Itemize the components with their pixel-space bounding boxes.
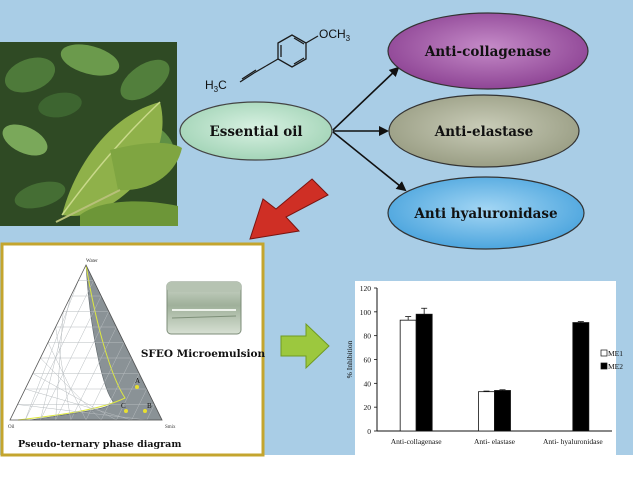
grid-line [85, 342, 125, 421]
green-arrow [280, 322, 330, 370]
grid-line [47, 342, 87, 421]
phase-diagram-panel: Pseudo-ternary phase diagram Water Oil S… [0, 242, 265, 457]
grid-line [32, 373, 117, 421]
left-vertex-label: Oil [8, 425, 15, 430]
y-tick-label: 120 [360, 284, 372, 293]
anethole-structure [239, 34, 319, 83]
leaf-photo [0, 42, 182, 226]
apex-label: Water [86, 259, 98, 264]
node-anti-collagenase: Anti-collagenase [387, 12, 589, 90]
anti-hyaluronidase-label: Anti hyaluronidase [413, 206, 557, 222]
big-red-arrow [249, 178, 329, 240]
grid-line [40, 357, 102, 421]
phase-diagram-caption: Pseudo-ternary phase diagram [18, 439, 181, 450]
point-label-b: B [147, 402, 152, 410]
y-tick-label: 80 [364, 332, 372, 341]
bar-me1 [478, 391, 495, 432]
x-tick-label: Anti- hyaluronidase [543, 437, 603, 446]
y-tick-label: 20 [364, 403, 372, 412]
bar-me2 [494, 390, 511, 432]
methyl-label: H3C [205, 78, 227, 94]
phase-boundary [17, 264, 126, 421]
inhibition-bar-chart: 0 20 40 60 80 100 120 % InhibitionAnti-collagen… [345, 281, 623, 455]
grid-line [116, 373, 140, 421]
bar-me2 [572, 322, 590, 432]
legend-label-me1: ME1 [608, 349, 623, 358]
ternary-diagram [9, 264, 163, 421]
grid-line [25, 388, 132, 421]
anti-elastase-label: Anti-elastase [434, 124, 534, 140]
grid-line [146, 404, 155, 421]
connector-arrows [332, 66, 407, 192]
right-vertex-label: Smix [165, 425, 176, 430]
x-tick-label: Anti- elastase [474, 437, 516, 446]
arrow-to-anti-collagenase [332, 66, 400, 131]
y-tick-label: 60 [364, 356, 372, 365]
node-anti-hyaluronidase: Anti hyaluronidase [387, 176, 585, 250]
bar-me2 [415, 313, 433, 432]
grid-line [17, 404, 147, 421]
ternary-outline [9, 264, 163, 421]
formulation-point-b [143, 409, 147, 413]
y-axis-label: % Inhibition [345, 340, 354, 378]
legend-label-me2: ME2 [608, 362, 623, 371]
formulation-point-a [135, 385, 139, 389]
node-essential-oil: Essential oil [179, 101, 333, 161]
y-tick-label: 100 [360, 308, 372, 317]
legend-swatch-me2 [600, 362, 608, 370]
formulation-point-c [124, 409, 128, 413]
x-tick-label: Anti-collagenase [391, 437, 442, 446]
essential-oil-label: Essential oil [209, 124, 302, 140]
microemulsion-jar [166, 281, 242, 335]
anti-collagenase-label: Anti-collagenase [424, 44, 551, 60]
point-label-c: C [121, 402, 126, 410]
grid-line [55, 311, 110, 421]
grid-line [100, 357, 132, 421]
grid-line [131, 388, 148, 421]
arrow-to-anti-hyaluronidase [332, 131, 407, 192]
microemulsion-label: SFEO Microemulsion [141, 348, 266, 360]
node-anti-elastase: Anti-elastase [388, 94, 580, 168]
point-label-a: A [135, 377, 140, 385]
y-tick-label: 0 [367, 427, 371, 436]
legend-swatch-me1 [600, 349, 608, 357]
methoxy-label: OCH3 [319, 27, 351, 43]
bar-me1 [399, 319, 417, 432]
y-tick-label: 40 [364, 379, 372, 388]
